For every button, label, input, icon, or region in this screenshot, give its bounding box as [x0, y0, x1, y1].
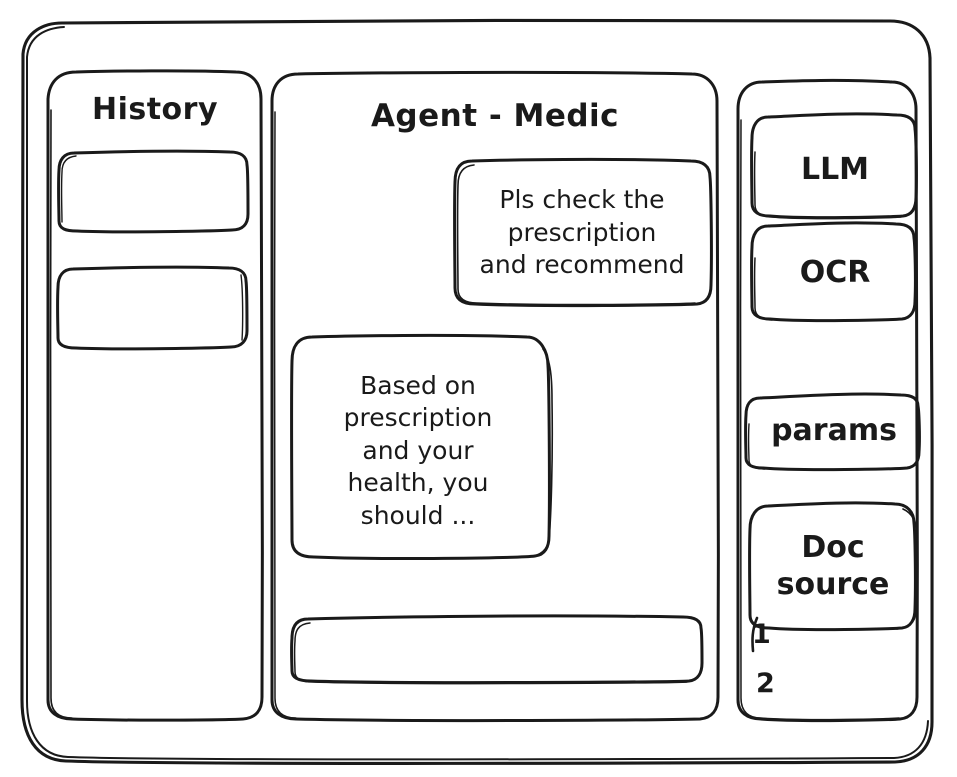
composer-input[interactable] — [292, 617, 702, 682]
doc-source-item[interactable]: 2 — [756, 668, 775, 699]
history-panel-title: History — [91, 92, 219, 127]
tool-button-ocr-label: OCR — [799, 254, 871, 290]
agent-panel-title: Agent - Medic — [370, 98, 620, 134]
history-item[interactable] — [58, 151, 249, 232]
doc-source-item[interactable]: 1 — [752, 619, 771, 650]
tool-button-llm-label: LLM — [800, 151, 870, 187]
tool-button-params-label: params — [771, 412, 897, 448]
history-item[interactable] — [58, 267, 248, 349]
